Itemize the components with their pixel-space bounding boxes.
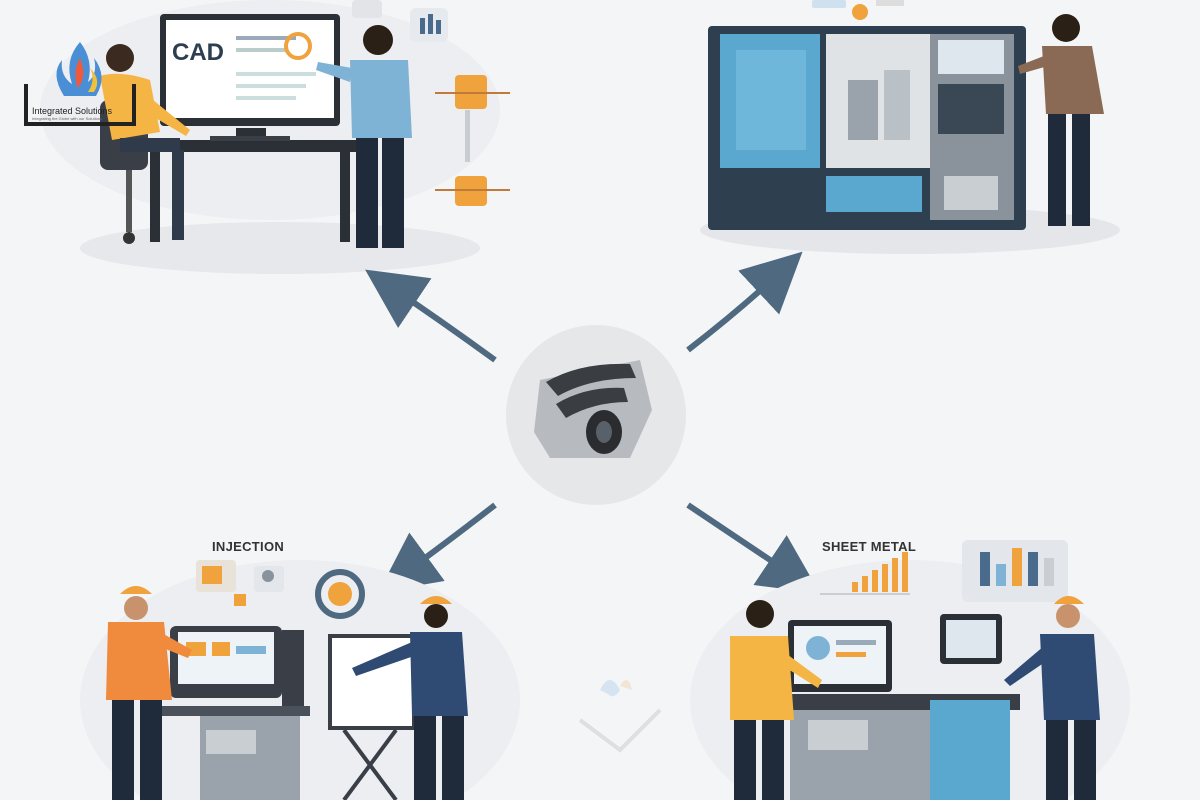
operator-brown-shirt (1042, 46, 1104, 114)
hardhat-icon (120, 586, 152, 594)
label-sheet-metal: SHEET METAL (822, 539, 917, 554)
arrow-to-injection (378, 502, 497, 593)
bar-chart-icon (852, 582, 858, 592)
magnifier-icon (284, 32, 312, 60)
cnc-scene (700, 0, 1120, 254)
worker-navy-shirt (410, 632, 468, 716)
man-blue-shirt (350, 60, 412, 138)
label-injection: INJECTION (212, 539, 285, 554)
center-part (506, 325, 686, 505)
logo-tagline: Integrating the Globe with our Solutions (32, 116, 103, 121)
worker-yellow-shirt (730, 636, 794, 720)
sheet-metal-scene (690, 540, 1130, 800)
arrow-to-cnc (686, 251, 803, 353)
watermark-logo-icon (578, 679, 662, 753)
cnc-window (826, 34, 936, 168)
arrow-to-cad (365, 269, 497, 363)
worker-orange-shirt (106, 622, 172, 700)
cad-screen-text: CAD (172, 39, 224, 66)
woman-head (106, 44, 134, 72)
man-head (363, 25, 393, 55)
flow-arrows (365, 251, 820, 594)
cad-scene: CAD (40, 0, 510, 274)
target-icon (315, 569, 365, 619)
logo-name: Integrated Solutions (32, 106, 113, 116)
operator-head (1052, 14, 1080, 42)
injection-scene (80, 560, 520, 800)
company-logo: Integrated Solutions Integrating the Glo… (24, 40, 136, 128)
logo-flame-icon (24, 42, 136, 126)
arrow-to-sheet-metal (686, 502, 820, 594)
cad-floor-shadow (80, 222, 480, 274)
